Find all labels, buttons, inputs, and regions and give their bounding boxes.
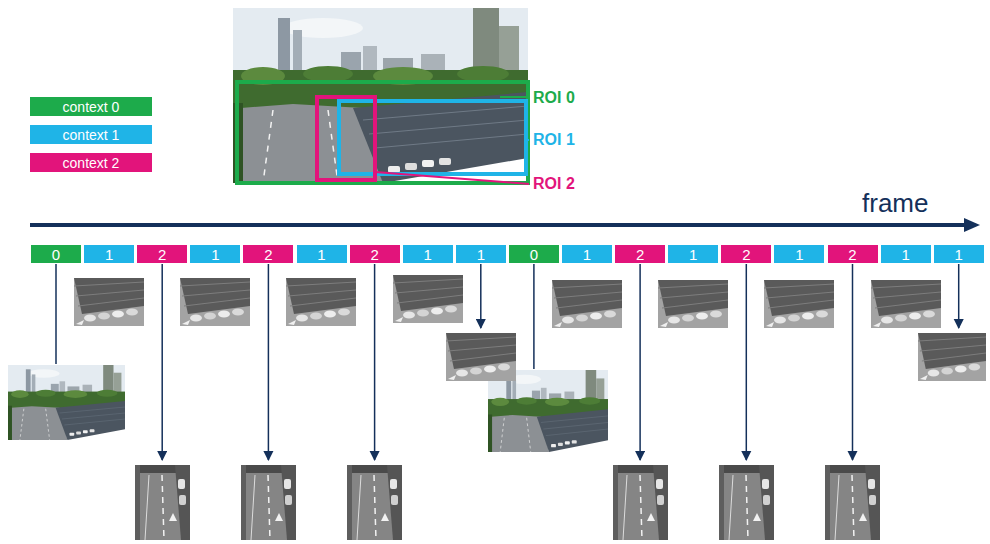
- leader-arrow: [746, 264, 748, 460]
- leader-arrow: [958, 264, 960, 328]
- frame-box: 2: [828, 245, 878, 263]
- context-number: 0: [530, 247, 538, 262]
- context2-frame: [135, 465, 190, 540]
- roi-label: ROI 0: [533, 90, 575, 106]
- context1-frame: [764, 280, 834, 328]
- context0-frame: [488, 370, 608, 452]
- leader-arrow: [852, 264, 854, 460]
- frame-box: 2: [350, 245, 400, 263]
- frame-box: 1: [562, 245, 612, 263]
- leader-arrow: [639, 264, 641, 460]
- timeline-arrowhead: [964, 218, 980, 232]
- leader-line: [375, 172, 529, 184]
- context1-frame: [658, 280, 728, 328]
- context2-frame: [347, 465, 402, 540]
- frame-box: 1: [934, 245, 984, 263]
- frame-box: 1: [668, 245, 718, 263]
- leader-line: [55, 264, 57, 364]
- frame-box: 0: [509, 245, 559, 263]
- context2-frame: [719, 465, 774, 540]
- context-number: 2: [848, 247, 856, 262]
- roi-box: [317, 97, 375, 180]
- legend-text: context 1: [63, 128, 120, 142]
- legend-text: context 2: [63, 156, 120, 170]
- leader-line: [500, 96, 529, 98]
- context-number: 1: [955, 247, 963, 262]
- context1-frame: [871, 280, 941, 328]
- context-number: 1: [901, 247, 909, 262]
- frame-box: 1: [456, 245, 506, 263]
- frame-box: 1: [297, 245, 347, 263]
- roi-box: [237, 82, 528, 183]
- context-number: 1: [795, 247, 803, 262]
- context2-frame: [241, 465, 296, 540]
- frame-box: 1: [403, 245, 453, 263]
- frame-box: 1: [84, 245, 134, 263]
- context-number: 1: [317, 247, 325, 262]
- frame-box: 1: [881, 245, 931, 263]
- roi-label: ROI 1: [533, 132, 575, 148]
- leader-line: [526, 139, 529, 141]
- frame-box: 2: [721, 245, 771, 263]
- frame-box: 0: [31, 245, 81, 263]
- frame-leaders: [56, 264, 959, 460]
- leader-arrow: [374, 264, 376, 460]
- context-number: 1: [477, 247, 485, 262]
- legend-swatch: context 1: [30, 125, 152, 144]
- frame-box: 2: [137, 245, 187, 263]
- leader-arrow: [480, 264, 482, 328]
- leader-arrow: [268, 264, 270, 460]
- context-number: 2: [636, 247, 644, 262]
- timeline-axis: [30, 223, 966, 227]
- leader-line: [533, 264, 535, 369]
- context1-frame: [286, 278, 356, 326]
- context1-frame: [74, 278, 144, 326]
- context-number: 1: [211, 247, 219, 262]
- legend-text: context 0: [63, 100, 120, 114]
- roi-label: ROI 2: [533, 176, 575, 192]
- context-number: 1: [689, 247, 697, 262]
- leader-arrow: [161, 264, 163, 460]
- context1-frame: [393, 275, 463, 323]
- context1-frame: [552, 280, 622, 328]
- context-number: 2: [264, 247, 272, 262]
- context1-frame: [446, 333, 516, 381]
- context1-frame: [180, 278, 250, 326]
- context0-frame: [8, 365, 125, 440]
- context-number: 1: [583, 247, 591, 262]
- context2-frame: [613, 465, 668, 540]
- context-number: 1: [105, 247, 113, 262]
- context-number: 0: [52, 247, 60, 262]
- frame-box: 2: [615, 245, 665, 263]
- scene-photo: [233, 8, 528, 183]
- legend-swatch: context 0: [30, 97, 152, 116]
- context-number: 2: [158, 247, 166, 262]
- context1-frame: [918, 333, 986, 381]
- frame-box: 2: [243, 245, 293, 263]
- context-number: 2: [742, 247, 750, 262]
- context2-frame: [825, 465, 880, 540]
- context-number: 2: [370, 247, 378, 262]
- axis-label: frame: [862, 190, 928, 216]
- roi-box: [339, 101, 526, 174]
- legend-swatch: context 2: [30, 153, 152, 172]
- context-number: 1: [424, 247, 432, 262]
- frame-box: 1: [190, 245, 240, 263]
- frame-box: 1: [774, 245, 824, 263]
